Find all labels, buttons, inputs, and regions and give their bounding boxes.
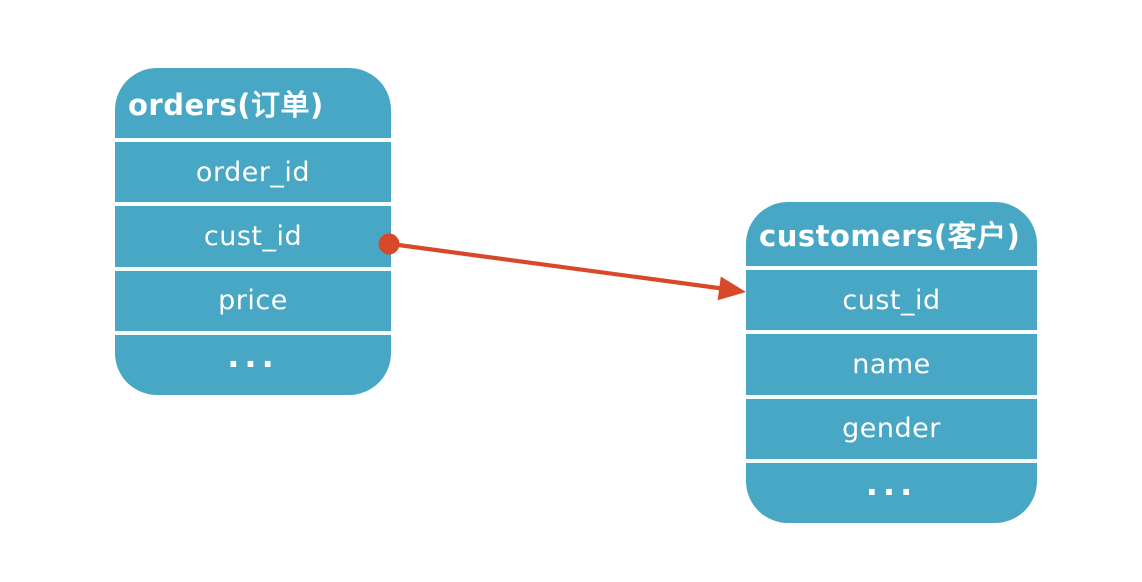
field-row-price: price: [115, 266, 391, 331]
field-row-customers-cust-id: cust_id: [746, 266, 1037, 330]
orders-ellipsis-text: ...: [227, 336, 279, 375]
customers-ellipsis-text: ...: [865, 464, 918, 503]
field-row-name: name: [746, 330, 1037, 394]
table-orders-title: orders(订单): [128, 88, 324, 122]
field-row-customers-ellipsis: ...: [746, 458, 1037, 523]
relation-arrow-line: [388, 241, 725, 291]
table-customers: customers(客户) cust_id name gender ...: [746, 202, 1037, 523]
field-row-orders-ellipsis: ...: [115, 330, 391, 395]
table-orders: orders(订单) order_id cust_id price ...: [115, 68, 391, 395]
field-row-order-id: order_id: [115, 138, 391, 202]
table-customers-title: customers(客户): [759, 219, 1021, 253]
field-row-gender: gender: [746, 394, 1037, 459]
field-row-orders-cust-id: cust_id: [115, 202, 391, 266]
relation-arrowhead-icon: [717, 276, 746, 301]
